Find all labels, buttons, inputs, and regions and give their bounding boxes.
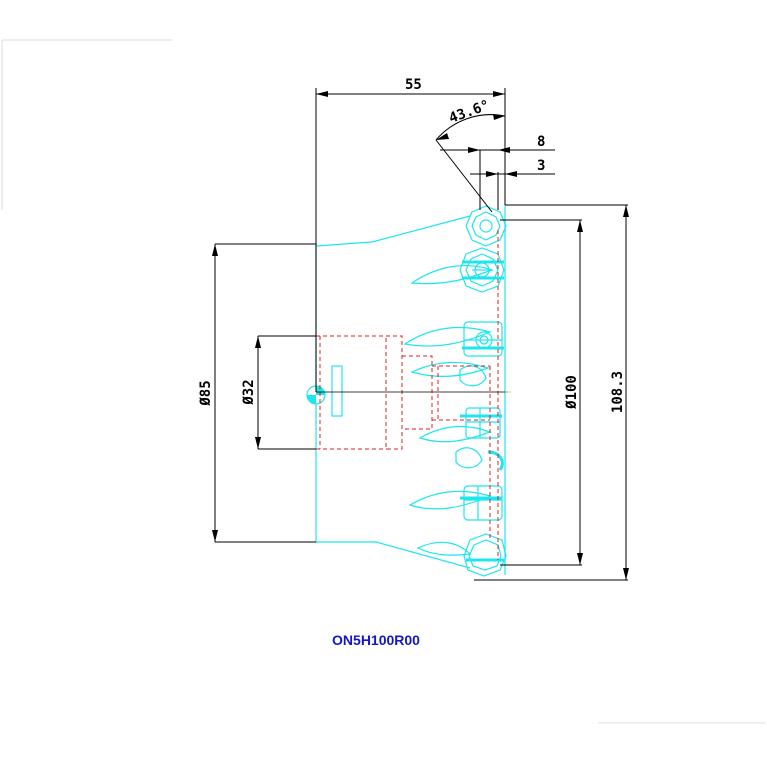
dim-offset-a-label: 8 — [537, 134, 545, 150]
dim-cutting-diameter-label: Ø100 — [564, 375, 580, 410]
dim-length-label: 55 — [405, 77, 422, 93]
dim-body-diameter-label: Ø85 — [198, 380, 214, 406]
dim-offset-b-label: 3 — [537, 158, 545, 174]
part-code-label: ON5H100R00 — [332, 632, 420, 648]
hidden-lines — [316, 230, 499, 560]
insert-1 — [465, 205, 507, 247]
dimension-lines — [214, 88, 628, 581]
insert-6 — [463, 533, 507, 577]
dim-bore-diameter-label: Ø32 — [241, 379, 257, 405]
insert-5 — [463, 485, 503, 521]
insert-2 — [459, 247, 505, 293]
arrowheads — [212, 91, 629, 580]
dim-angle-label: 43.6° — [447, 97, 492, 126]
insert-edges — [460, 260, 504, 562]
dim-max-diameter-label: 108.3 — [610, 371, 626, 413]
sheet-frame — [1, 39, 765, 724]
insert-4 — [465, 407, 501, 439]
